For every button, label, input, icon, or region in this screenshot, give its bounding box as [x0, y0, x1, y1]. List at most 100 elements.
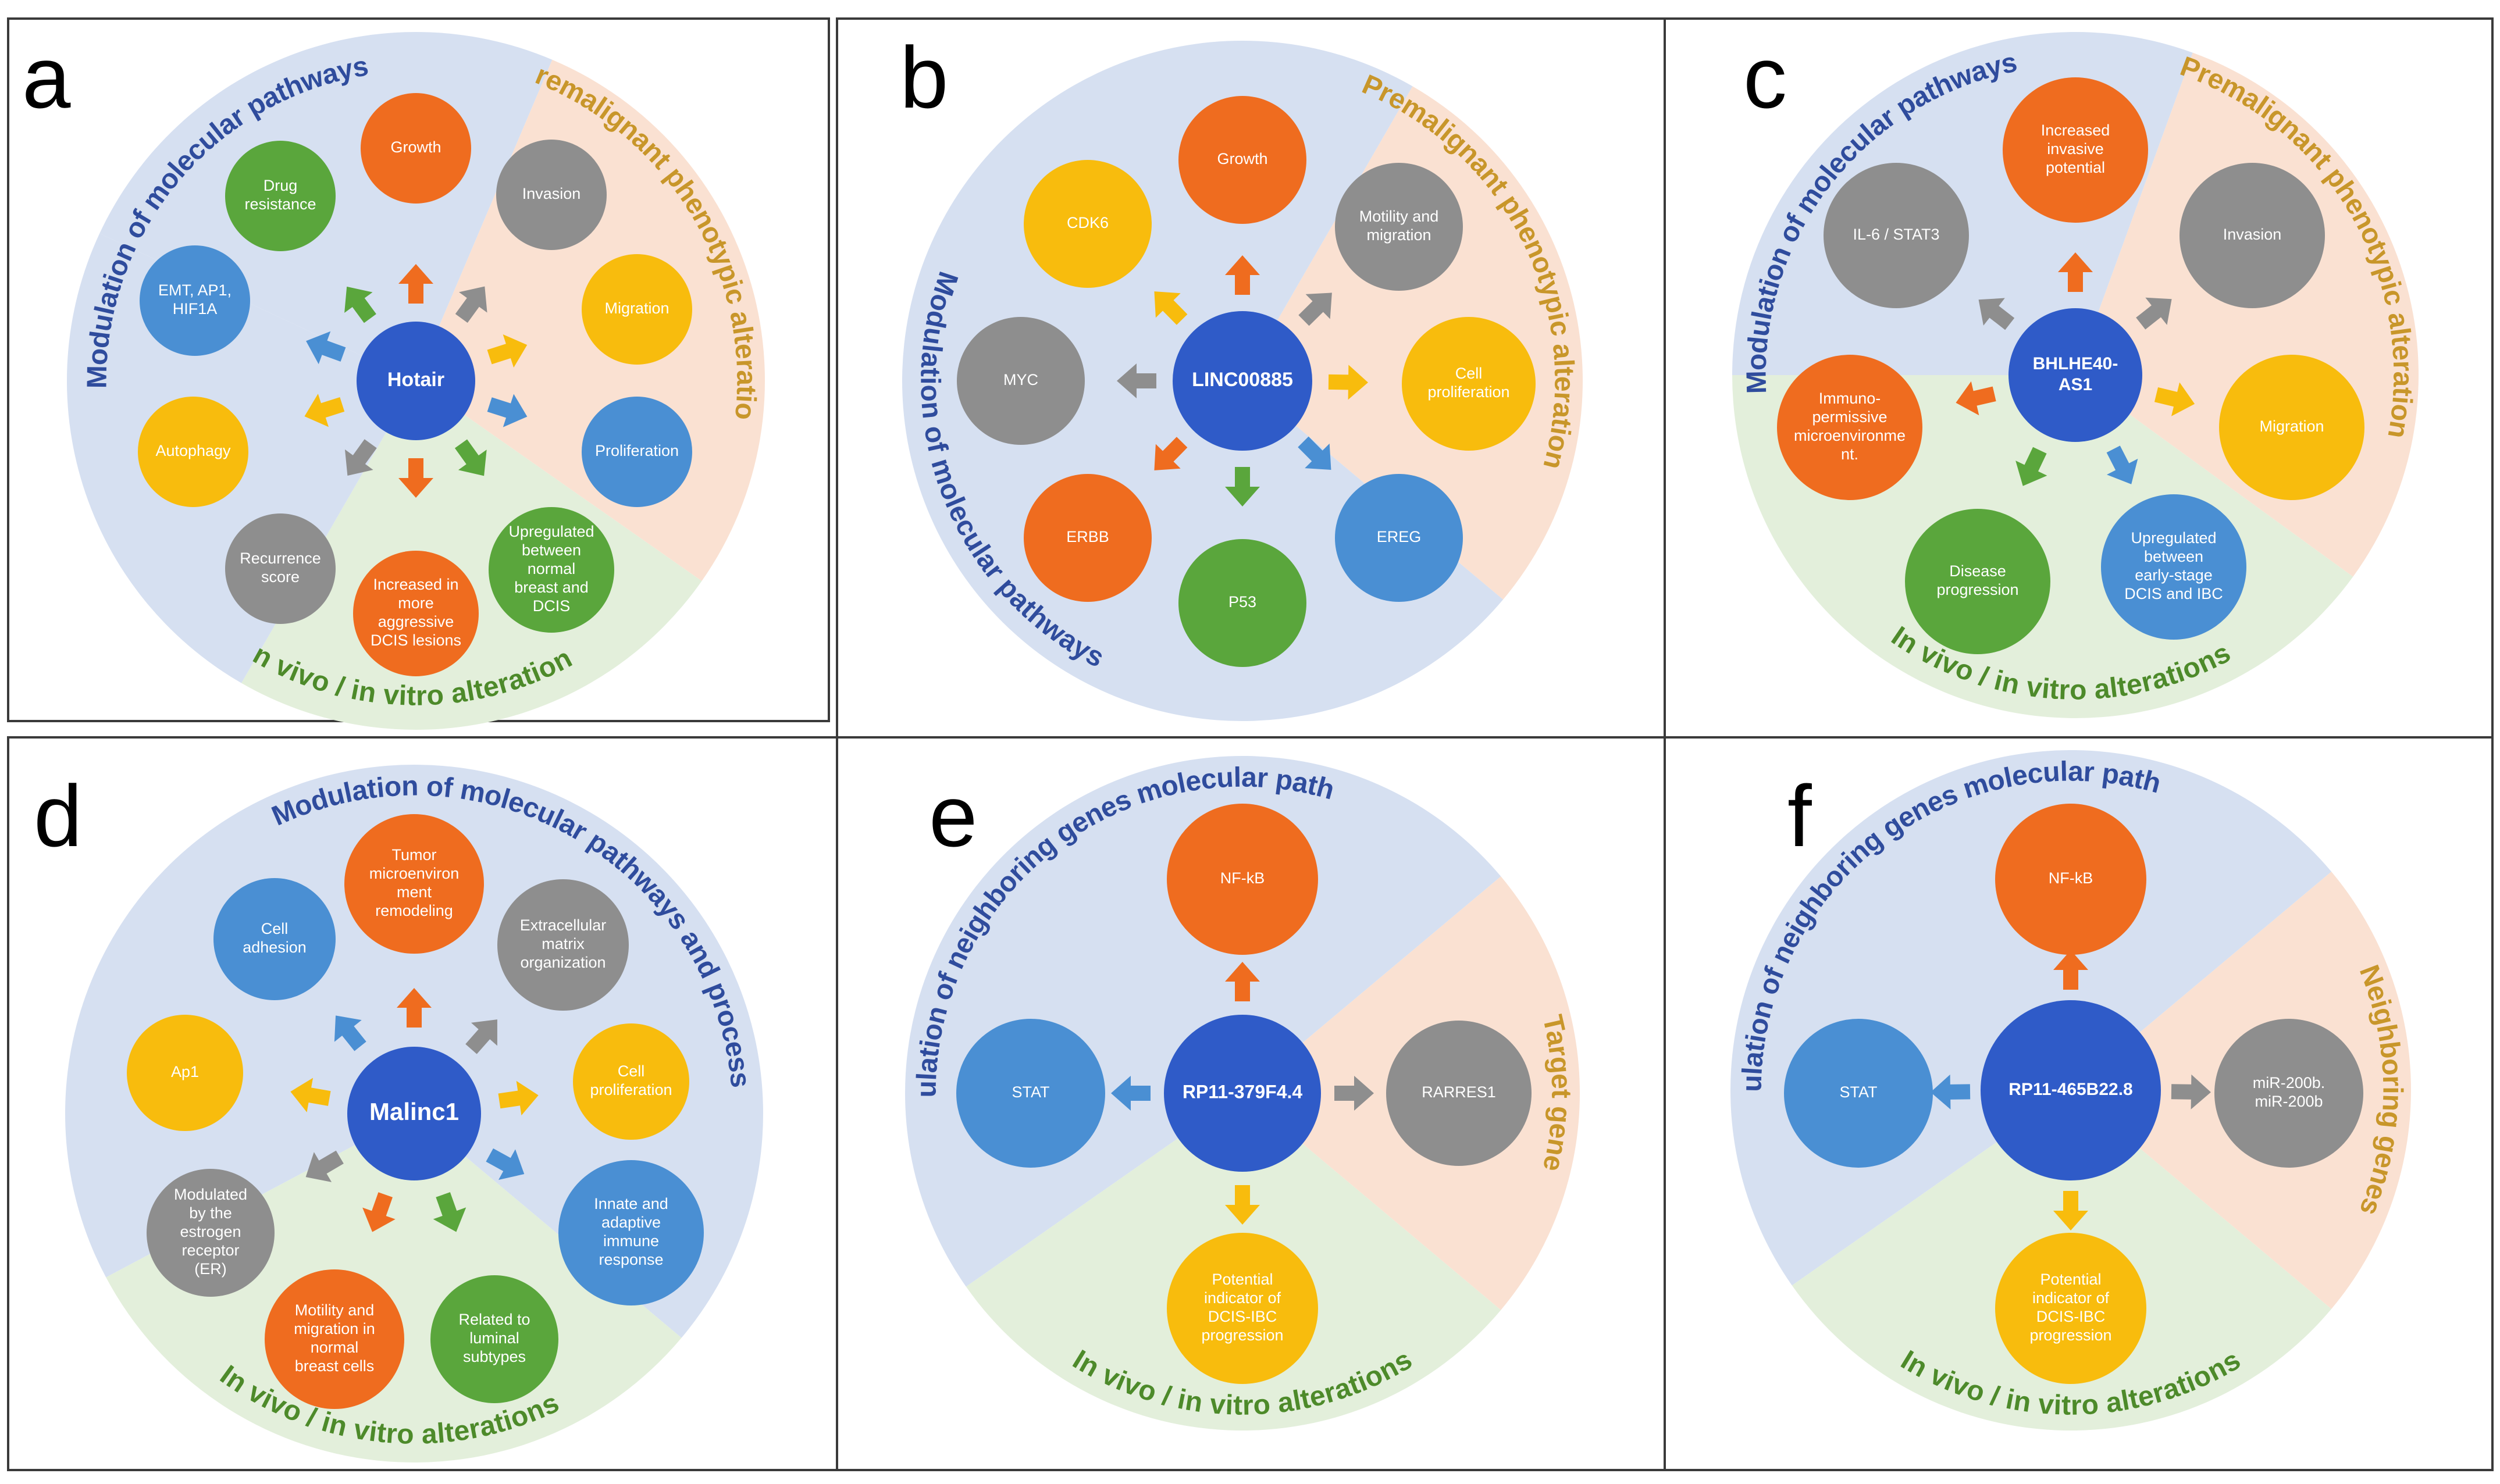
- panel-f-node-0-circle: [1995, 804, 2146, 955]
- panel-a-arrow-6: [344, 439, 377, 476]
- panel-e-hub: RP11-379F4.4: [1164, 1015, 1321, 1172]
- panel-a-node-0-label: Growth: [390, 138, 441, 156]
- panel-b-node-3-circle: [1335, 474, 1463, 602]
- panel-b-node-2-circle: [1402, 317, 1536, 451]
- panel-a-node-8-label: EMT, AP1,HIF1A: [158, 281, 232, 318]
- panel-a-node-0: Growth: [361, 93, 471, 204]
- panel-d-node-0-circle: [344, 814, 484, 954]
- panel-d-node-1-circle: [497, 879, 629, 1011]
- panel-d-letter: d: [34, 767, 82, 865]
- panel-b-node-5-label: ERBB: [1066, 528, 1109, 545]
- panel-c-arrow-5: [1956, 381, 1996, 416]
- panel-d-arrow-6: [305, 1150, 344, 1182]
- panel-b-node-7-circle: [1024, 160, 1152, 288]
- panel-b-hub: LINC00885: [1173, 311, 1312, 451]
- panel-e-hub-circle: [1164, 1015, 1321, 1172]
- panel-a-node-7: Autophagy: [138, 397, 248, 507]
- panel-c-node-3-circle: [2101, 494, 2246, 640]
- panel-a-arrow-5: [398, 458, 433, 498]
- panel-b-node-0-label: Growth: [1217, 150, 1267, 167]
- panel-b-arrow-7: [1154, 291, 1188, 325]
- panel-f-hub-label: RP11-465B22.8: [2008, 1080, 2133, 1099]
- panel-d-node-6-circle: [147, 1169, 275, 1297]
- panel-e-node-0-circle: [1167, 804, 1318, 955]
- panel-d-arrow-7: [290, 1078, 331, 1112]
- panel-c-hub-label: BHLHE40-AS1: [2033, 354, 2118, 394]
- panel-f-node-1-label: miR-200b.miR-200b: [2253, 1074, 2326, 1110]
- panel-a-node-1-circle: [496, 140, 607, 250]
- panel-c-hub: BHLHE40-AS1: [2008, 308, 2142, 442]
- panel-d-node-4-circle: [430, 1275, 558, 1403]
- panel-a-letter: a: [22, 28, 71, 126]
- panel-c-node-6-label: IL-6 / STAT3: [1853, 226, 1939, 243]
- panel-d-node-7: Ap1: [127, 1015, 243, 1131]
- panel-d-arrow-0: [397, 988, 432, 1028]
- panel-a-arrow-2: [487, 334, 528, 368]
- panel-a-node-7-circle: [138, 397, 248, 507]
- panel-a-node-5-circle: [353, 551, 479, 676]
- panel-a-sector-2: [241, 381, 702, 730]
- panel-b-node-7: CDK6: [1024, 160, 1152, 288]
- panel-d-node-2-circle: [573, 1023, 689, 1140]
- panel-f-node-0: NF-kB: [1995, 804, 2146, 955]
- panel-b-arrow-2: [1328, 365, 1368, 400]
- panel-e-node-3-circle: [956, 1019, 1105, 1168]
- panel-f-hub: RP11-465B22.8: [1981, 1000, 2161, 1180]
- panel-a-node-3-circle: [582, 397, 692, 507]
- panel-e-arrow-0: [1225, 962, 1260, 1001]
- panel-f-node-0-label: NF-kB: [2049, 869, 2093, 887]
- panel-e-node-1-circle: [1386, 1021, 1532, 1166]
- panel-f-arrow-3: [1931, 1074, 1971, 1110]
- panel-e-node-3: STAT: [956, 1019, 1105, 1168]
- panel-a-node-9-circle: [225, 141, 336, 251]
- panel-f-node-3-label: STAT: [1840, 1083, 1878, 1101]
- panel-d-arrow-8: [334, 1015, 366, 1051]
- panel-a-node-1: Invasion: [496, 140, 607, 250]
- panel-e-arrow-1: [1334, 1076, 1374, 1111]
- panel-c-arrow-6: [1978, 298, 2015, 330]
- panel-a-arrow-8: [306, 331, 346, 365]
- panel-b-node-3: EREG: [1335, 474, 1463, 602]
- panel-b-node-4-circle: [1178, 539, 1306, 667]
- panel-d-node-8-circle: [213, 878, 336, 1000]
- panel-e-node-0: NF-kB: [1167, 804, 1318, 955]
- panel-f-frame: [1664, 736, 2494, 1471]
- panel-b-node-4: P53: [1178, 539, 1306, 667]
- panel-e-node-2-circle: [1167, 1233, 1318, 1384]
- panel-a-node-0-circle: [361, 93, 471, 204]
- panel-b-node-6-label: MYC: [1003, 371, 1038, 388]
- panel-f-hub-circle: [1981, 1000, 2161, 1180]
- panel-b-node-0: Growth: [1178, 96, 1306, 224]
- panel-c-node-0-circle: [2003, 77, 2148, 223]
- panel-c-node-6-circle: [1824, 163, 1969, 308]
- panel-e-node-3-label: STAT: [1012, 1083, 1050, 1101]
- panel-c-node-1: Invasion: [2180, 163, 2325, 308]
